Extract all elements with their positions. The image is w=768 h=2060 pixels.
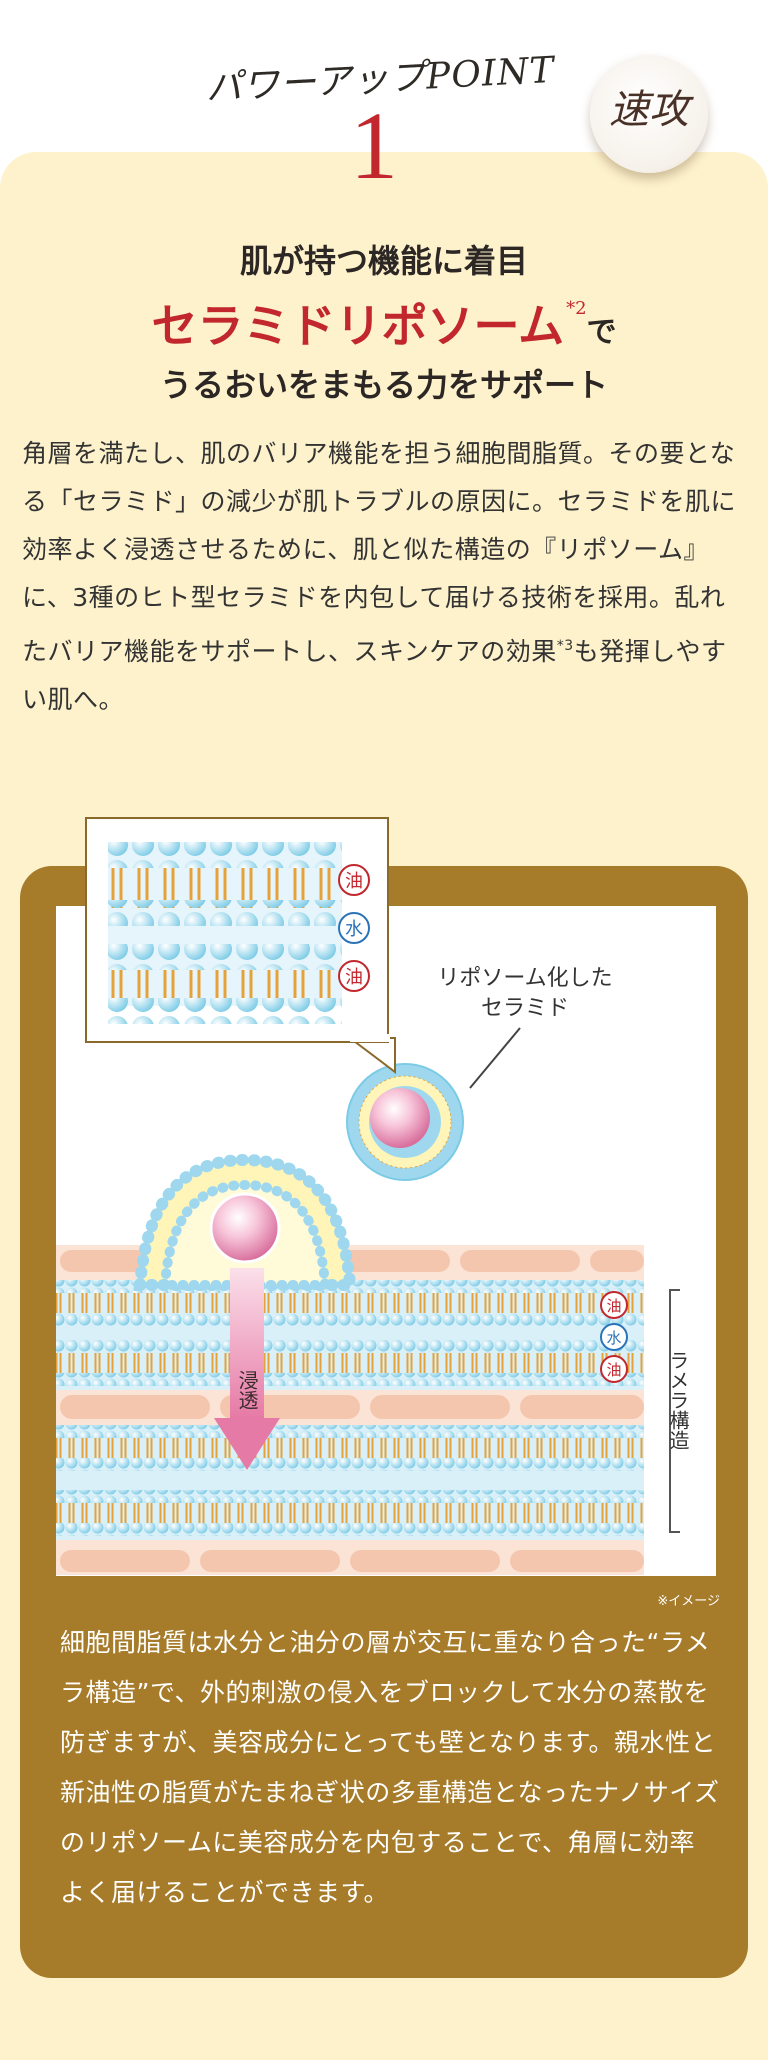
- liposome-label-line2: セラミド: [481, 996, 569, 1021]
- zoom-oil-marker-2: 油: [345, 967, 363, 988]
- penetration-label: 浸透: [235, 1370, 259, 1410]
- description-body: 角層を満たし、肌のバリア機能を担う細胞間脂質。その要となる「セラミド」の減少が肌…: [22, 439, 737, 666]
- zoom-oil-marker-1: 油: [345, 871, 363, 892]
- speed-badge: 速攻: [590, 55, 708, 173]
- description-footnote: *3: [556, 638, 574, 654]
- fusing-liposome: [133, 1153, 357, 1291]
- lamellar-label: ラメラ構造: [666, 1350, 690, 1450]
- liposome-label-line1: リポソーム化した: [437, 966, 612, 991]
- headline-footnote: *2: [566, 298, 587, 319]
- zoom-callout: 油 水 油: [85, 817, 396, 1075]
- headline-suffix: で: [586, 315, 617, 350]
- liposome-leader-line: [469, 1027, 521, 1089]
- skin-layers: [56, 1245, 716, 1575]
- skin-markers: 油 水 油: [600, 1291, 628, 1383]
- lamellar-bracket: [669, 1289, 680, 1533]
- headline-line3: うるおいをまもる力をサポート: [159, 366, 608, 404]
- headline-line1: 肌が持つ機能に着目: [239, 242, 528, 280]
- image-note: ※イメージ: [657, 1594, 720, 1609]
- skin-oil-marker-1: 油: [606, 1297, 621, 1315]
- speed-badge-label: 速攻: [609, 87, 689, 133]
- penetration-arrow: [214, 1268, 280, 1470]
- point-number: 1: [350, 92, 398, 199]
- description-text: 角層を満たし、肌のバリア機能を担う細胞間脂質。その要となる「セラミド」の減少が肌…: [22, 430, 750, 724]
- headline-highlight: セラミドリポソーム: [151, 299, 565, 353]
- explanation-text: 細胞間脂質は水分と油分の層が交互に重なり合った“ラメラ構造”で、外的刺激の侵入を…: [60, 1628, 720, 1907]
- ceramide-liposome: [346, 1063, 464, 1181]
- description-end: も発揮しやすい肌へ。: [22, 637, 727, 714]
- lamellar-diagram: 浸透 油 水 油 ラメラ構造 リポソーム化した セラミド 油: [56, 817, 716, 1575]
- skin-water-marker: 水: [606, 1329, 621, 1347]
- headline-line2: セラミドリポソーム*2で: [0, 290, 768, 356]
- zoom-water-marker: 水: [345, 919, 363, 940]
- skin-oil-marker-2: 油: [606, 1361, 621, 1379]
